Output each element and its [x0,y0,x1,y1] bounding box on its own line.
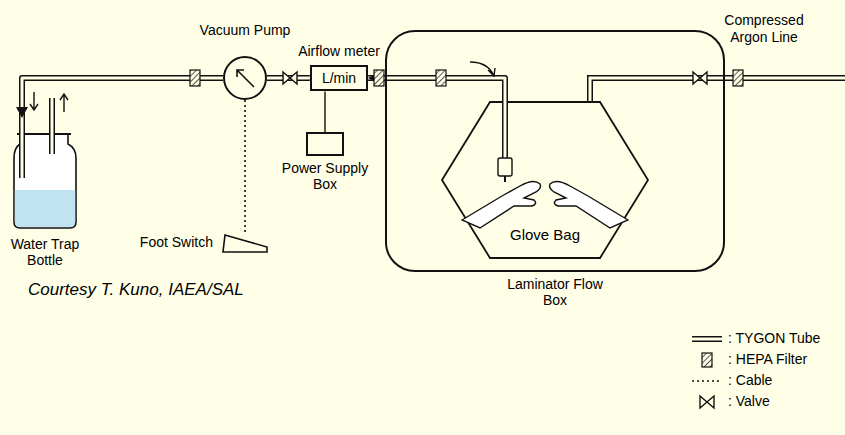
vacuum-pump-label: Vacuum Pump [200,22,291,38]
airflow-meter-label: Airflow meter [298,43,380,59]
legend-text: : TYGON Tube [728,330,820,347]
laminator-flow-box: Laminator Flow BoxGlove Bag [385,30,725,272]
legend-text: : Valve [728,393,770,410]
airflow-meter: Airflow meterL/min [310,65,368,92]
argon-tube [590,78,845,101]
laminator-flow-box-label: Laminator Flow Box [495,276,615,308]
water-trap-bottle-shape [12,118,78,230]
vacuum-pump-shape [223,56,267,100]
legend-sample [690,394,724,410]
power-supply-box-label: Power Supply Box [277,160,373,192]
foot-switch: Foot Switch [221,232,269,254]
exhaust-tube [52,98,53,120]
glove-bag: Glove Bag [440,100,650,260]
foot-switch-label: Foot Switch [140,234,213,250]
airflow-meter-label: L/min [322,70,356,87]
caption: Courtesy T. Kuno, IAEA/SAL [28,280,244,300]
legend-sample [690,352,724,368]
line-label: Compressed Argon Line [712,12,816,46]
legend-row: : HEPA Filter [690,349,820,370]
water-trap-bottle-label: Water Trap Bottle [3,236,87,268]
legend-text: : HEPA Filter [728,351,807,368]
water-trap-bottle: Water Trap Bottle [12,118,78,230]
power-supply-box: Power Supply Box [306,132,344,156]
glove-bag-label: Glove Bag [510,226,580,243]
foot-switch-shape [221,232,269,254]
cable [245,100,246,232]
legend-row: : TYGON Tube [690,328,820,349]
legend-sample [690,373,724,389]
legend-text: : Cable [728,372,772,389]
legend-row: : Valve [690,391,820,412]
legend-sample [690,331,724,347]
vacuum-pump: Vacuum Pump [223,56,267,100]
legend: : TYGON Tube : HEPA Filter : Cable : Valve [690,328,820,412]
wire [325,91,326,132]
hepa-filter [190,70,743,86]
legend-row: : Cable [690,370,820,391]
